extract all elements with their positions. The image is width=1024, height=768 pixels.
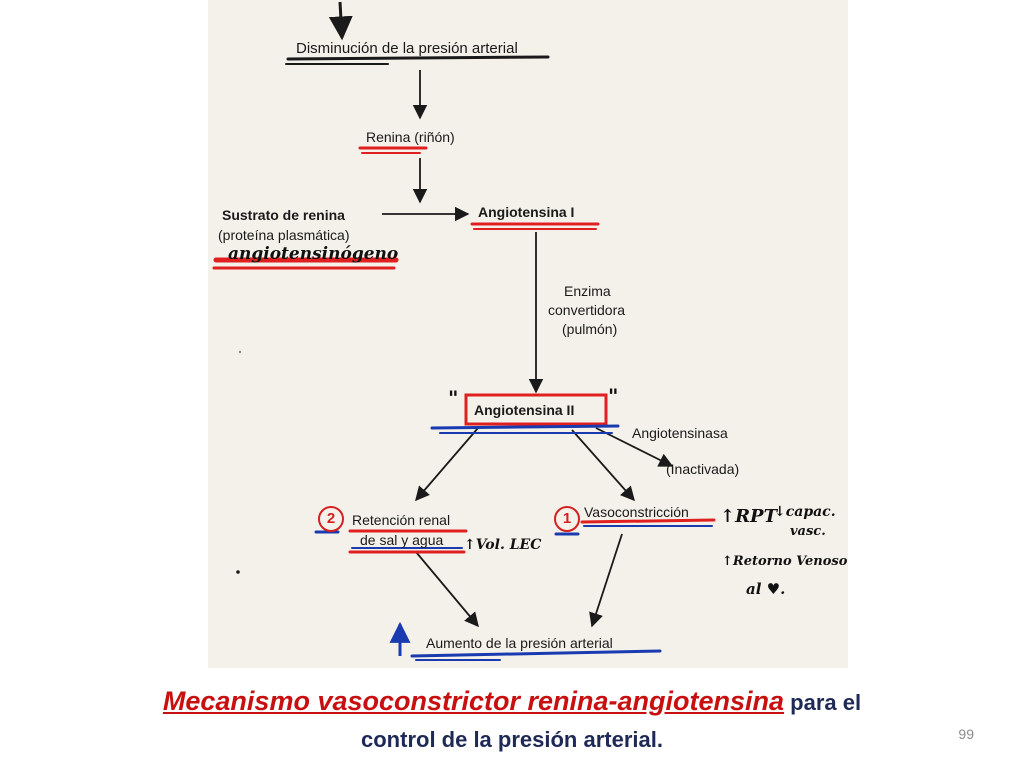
stray-dot [238,350,242,354]
annotation-retorno-line1: ↑Retorno Venoso [722,554,848,569]
annotation-capac-line2: vasc. [790,524,826,539]
arrow-top-entry [328,1,353,41]
node-angiotensina2: Angiotensina II [474,402,575,418]
annotation-quote-left: " [448,386,459,410]
caption-rest: para el [784,690,862,715]
annotation-retorno-line2: al ♥. [746,580,786,598]
arrow-retencion-aumento [415,551,479,628]
page-number: 99 [958,726,974,742]
node-retencion-line2: de sal y agua [360,532,444,548]
angiotensina2-box [464,393,608,426]
annotation-vol-lec: ↑Vol. LEC [464,537,542,553]
node-retencion-line1: Retención renal [352,512,451,528]
node-angiotensinasa: Angiotensinasa [632,425,728,441]
badge-retencion: 2 [318,506,344,532]
node-sustrato-line1: Sustrato de renina [222,207,345,223]
node-enzima-line1: Enzima [564,283,611,299]
arrow-angiotensina2-angiotensinasa [595,427,674,467]
arrow-vasoconstriccion-aumento [589,533,623,628]
node-enzima-line2: convertidora [548,302,626,318]
annotation-rpt: ↑RPT [720,506,777,527]
node-sustrato-line2: (proteína plasmática) [218,227,350,243]
underline-angiotensina2-blue [430,424,620,430]
scanned-diagram-background [208,0,848,668]
underline-disminucion-black [286,55,550,61]
node-enzima-line3: (pulmón) [562,321,618,337]
annotation-angiotensinogeno: angiotensinógeno [228,244,399,264]
node-inactivada: (Inactivada) [666,461,740,477]
underline-aumento-blue [410,649,662,658]
annotation-quote-right: " [608,384,619,408]
caption-accent: Mecanismo vasoconstrictor renina-angiote… [162,686,785,716]
node-vasoconstriccion: Vasoconstricción [584,504,689,520]
underline-vaso-red [580,518,716,524]
node-renina: Renina (riñón) [366,129,455,145]
node-aumento: Aumento de la presión arterial [426,635,613,651]
arrow-angiotensina2-retencion [415,427,479,502]
node-angiotensina1: Angiotensina I [478,204,575,220]
caption-line1: Mecanismo vasoconstrictor renina-angiote… [30,684,994,720]
annotation-capac-line1: ↓capac. [774,504,836,520]
node-disminucion: Disminución de la presión arterial [296,40,518,57]
arrow-angiotensina2-vasoconstriccion [571,429,635,502]
badge-vasoconstriccion: 1 [554,506,580,532]
stray-dot [236,570,240,574]
caption-line2: control de la presión arterial. [361,727,663,752]
